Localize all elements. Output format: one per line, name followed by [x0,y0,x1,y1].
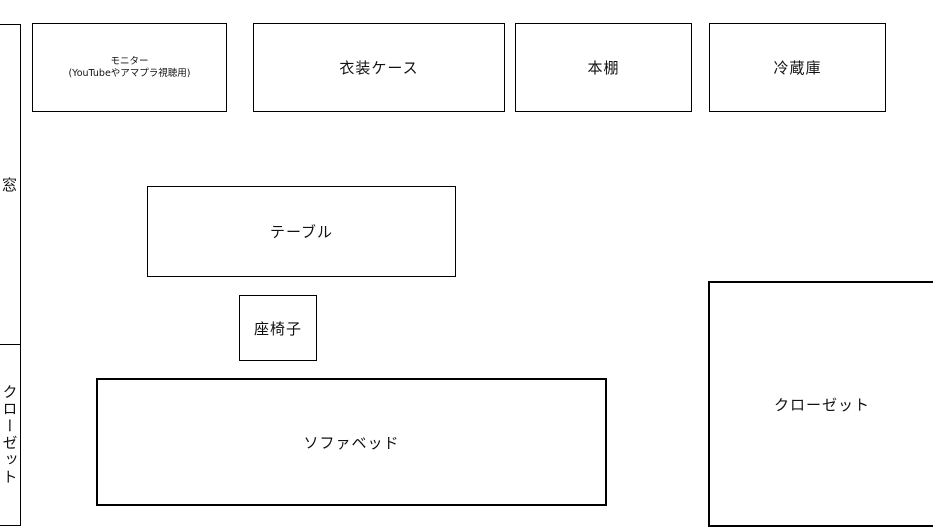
table-label: テーブル [269,223,334,241]
bookshelf-label: 本棚 [587,59,620,77]
sofa-bed: ソファベッド [96,378,607,506]
window-label: 窓 [1,176,18,194]
wardrobe: 衣装ケース [253,23,505,112]
right-closet: クローゼット [708,281,933,527]
monitor-sublabel: (YouTubeやアマプラ視聴用) [68,67,191,79]
monitor: モニター (YouTubeやアマプラ視聴用) [32,23,227,112]
table: テーブル [147,186,456,277]
wardrobe-label: 衣装ケース [339,59,419,77]
fridge-label: 冷蔵庫 [773,59,822,77]
sofa-bed-label: ソファベッド [303,433,400,452]
monitor-label: モニター [110,55,149,67]
bookshelf: 本棚 [515,23,692,112]
fridge: 冷蔵庫 [709,23,886,112]
left-closet: クローゼット [0,344,21,526]
left-closet-label: クローゼット [0,384,19,486]
floor-chair: 座椅子 [239,295,317,361]
right-closet-label: クローゼット [773,395,870,414]
floor-chair-label: 座椅子 [253,319,302,338]
window-area: 窓 [0,24,21,345]
